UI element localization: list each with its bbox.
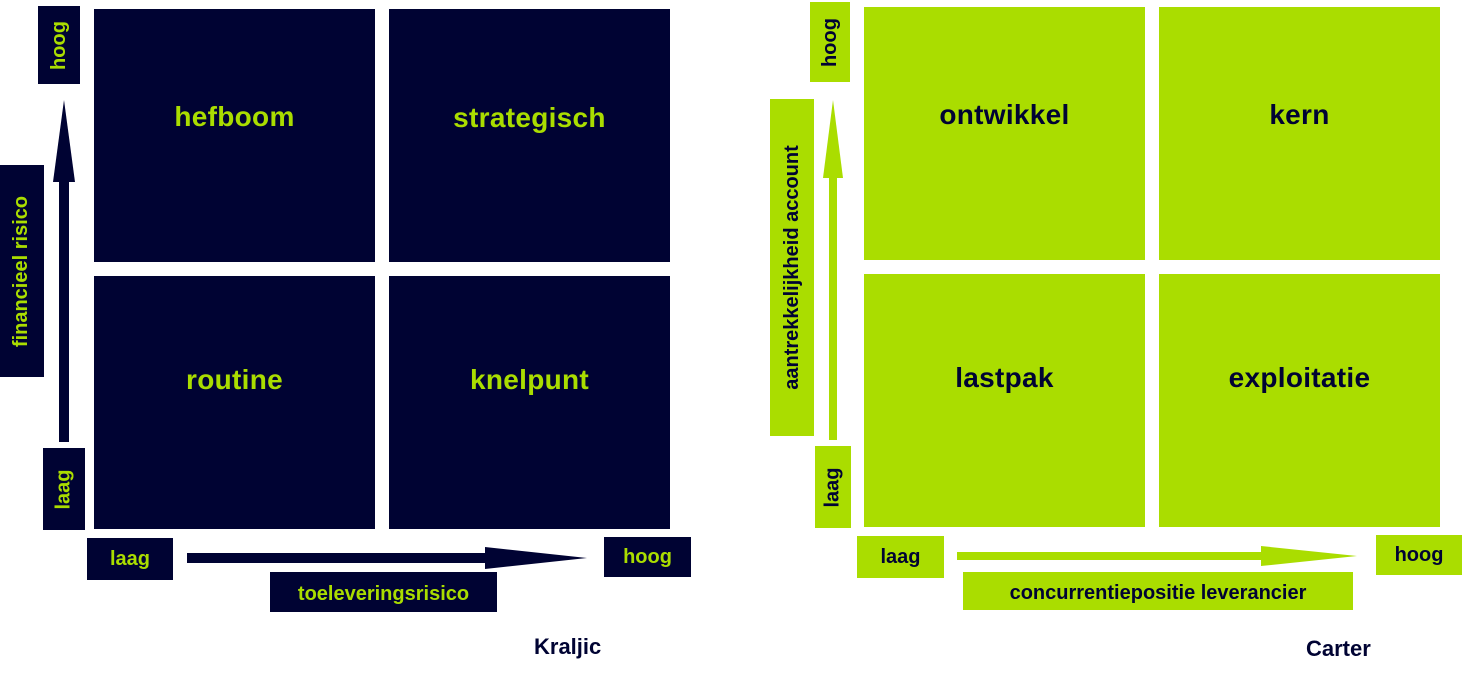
carter-y-axis-arrow-shaft [829,176,837,440]
kraljic-quadrant-bottom-right-label: knelpunt [469,363,590,395]
kraljic-x-axis-high-tag: hoog [604,537,691,577]
kraljic-y-axis-high-tag: hoog [38,6,80,84]
carter-y-axis-arrow [823,100,843,440]
carter-quadrant-top-left-label: ontwikkel [939,98,1070,130]
carter-quadrant-bottom-right: exploitatie [1159,274,1440,527]
carter-quadrant-bottom-left-label: lastpak [955,361,1054,393]
kraljic-y-axis-arrow [53,100,75,442]
carter-x-axis-arrow-head [1261,546,1357,566]
kraljic-y-axis-arrow-shaft [59,180,69,442]
kraljic-y-axis-low-label: laag [52,468,75,510]
kraljic-y-axis-title-tag: financieel risico [0,165,44,377]
carter-x-axis-high-tag: hoog [1376,535,1462,575]
kraljic-y-axis-title: financieel risico [10,195,33,347]
carter-quadrant-bottom-left: lastpak [864,274,1145,527]
kraljic-x-axis-low-label: laag [109,547,151,570]
carter-title: Carter [1306,636,1371,661]
kraljic-x-axis-title-tag: toeleveringsrisico [270,572,497,612]
kraljic-quadrant-bottom-right: knelpunt [389,276,670,529]
kraljic-quadrant-bottom-left-label: routine [186,363,283,395]
kraljic-quadrant-top-left-label: hefboom [174,100,295,132]
carter-x-axis-high-label: hoog [1394,543,1444,566]
kraljic-x-axis-high-label: hoog [623,545,672,568]
carter-y-axis-low-tag: laag [815,446,851,528]
carter-x-axis-low-tag: laag [857,536,944,578]
kraljic-quadrant-top-left: hefboom [94,9,375,262]
carter-y-axis-arrow-head [823,100,843,178]
carter-y-axis-high-label: hoog [818,17,841,67]
carter-y-axis-high-tag: hoog [810,2,850,82]
kraljic-y-axis-low-tag: laag [43,448,85,530]
carter-quadrant-top-left: ontwikkel [864,7,1145,260]
kraljic-title: Kraljic [534,634,602,659]
carter-y-axis-title: aantrekkelijkheid account [780,145,803,390]
kraljic-y-axis-arrow-head [53,100,75,182]
kraljic-x-axis-arrow-shaft [187,553,487,563]
carter-y-axis-title-tag: aantrekkelijkheid account [770,99,814,436]
kraljic-x-axis-arrow [187,547,587,569]
kraljic-y-axis-high-label: hoog [47,20,70,70]
carter-x-axis-title: concurrentiepositie leverancier [1009,581,1307,604]
carter-quadrant-top-right-label: kern [1269,98,1330,130]
carter-quadrant-bottom-right-label: exploitatie [1228,361,1371,393]
kraljic-quadrant-bottom-left: routine [94,276,375,529]
carter-quadrant-top-right: kern [1159,7,1440,260]
kraljic-x-axis-low-tag: laag [87,538,173,580]
carter-x-axis-title-tag: concurrentiepositie leverancier [963,572,1353,610]
carter-x-axis-arrow [957,546,1357,566]
kraljic-quadrant-top-right: strategisch [389,9,670,262]
kraljic-quadrant-top-right-label: strategisch [453,101,606,133]
kraljic-x-axis-arrow-head [485,547,587,569]
carter-x-axis-arrow-shaft [957,552,1263,560]
kraljic-x-axis-title: toeleveringsrisico [297,582,470,605]
carter-y-axis-low-label: laag [821,466,844,508]
carter-x-axis-low-label: laag [880,545,921,568]
